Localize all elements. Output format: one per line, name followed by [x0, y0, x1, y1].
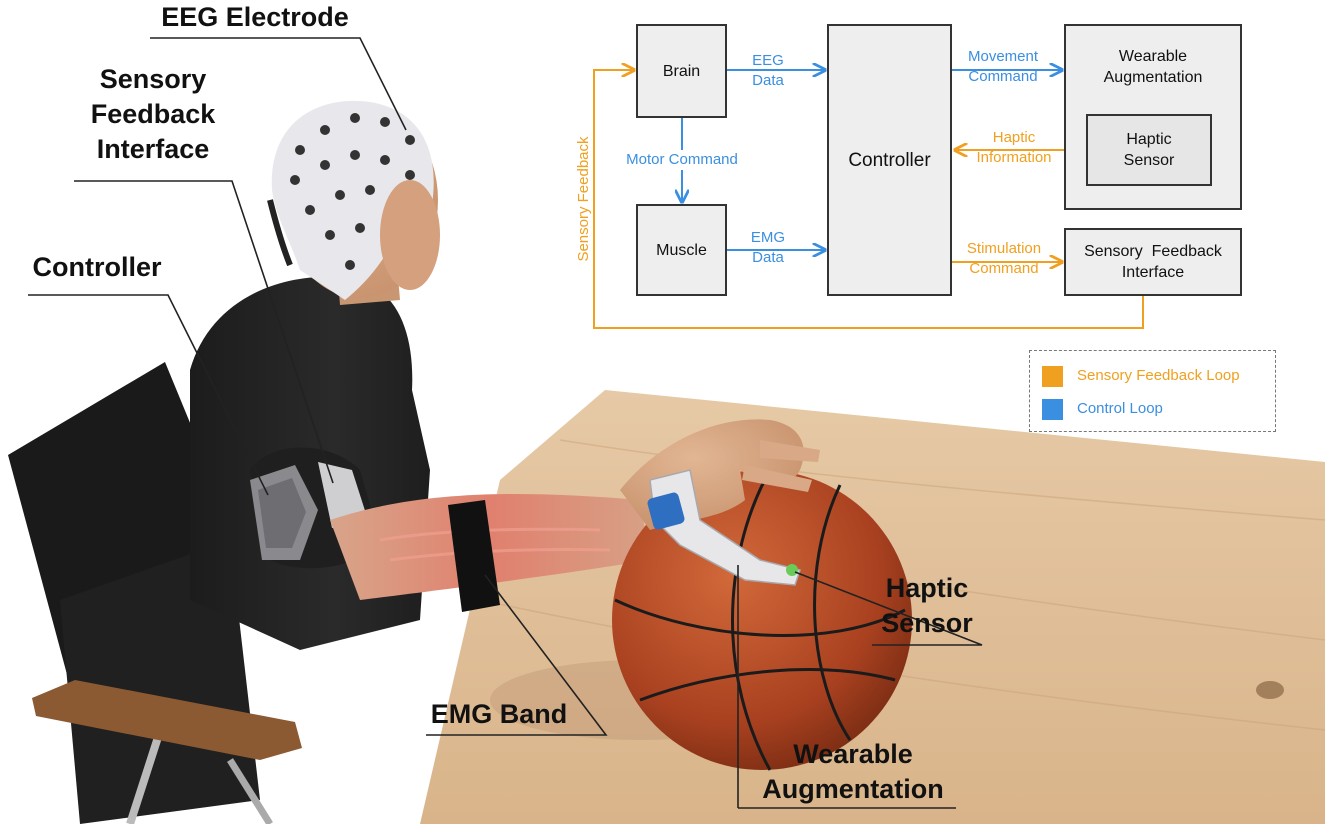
callout-emg-band: EMG Band — [430, 699, 568, 729]
legend-label-feedback: Sensory Feedback Loop — [1077, 367, 1240, 384]
block-brain: Brain — [636, 24, 727, 118]
wearable-augmentation-device — [649, 469, 801, 586]
callout-haptic-line-2: Sensor — [881, 608, 973, 638]
block-haptic-sensor: Haptic Sensor — [1086, 114, 1212, 186]
flow-haptic-info-line-2: Information — [976, 149, 1052, 166]
actuator-module — [647, 492, 685, 530]
callout-haptic-line-1: Haptic — [885, 573, 969, 603]
flow-haptic-information: Haptic Information — [964, 128, 1064, 168]
legend: Sensory Feedback Loop Control Loop — [1029, 350, 1276, 432]
haptic-sensor-dot — [786, 564, 798, 576]
block-sensory-feedback-interface: Sensory Feedback Interface — [1064, 228, 1242, 296]
flow-eeg-data: EEG Data — [738, 51, 798, 91]
flow-movement-line-1: Movement — [967, 48, 1039, 65]
callout-sfi-line-2: Feedback — [90, 99, 216, 129]
leader-lines — [28, 37, 983, 809]
flow-haptic-info-line-1: Haptic — [992, 129, 1036, 146]
flow-emg-line-1: EMG — [750, 229, 786, 246]
block-sfi-line-2: Interface — [1121, 264, 1185, 281]
flow-emg-line-2: Data — [752, 249, 784, 266]
flow-eeg-line-1: EEG — [752, 52, 784, 69]
block-wa-line-2: Augmentation — [1103, 69, 1203, 86]
callout-eeg-electrode: EEG Electrode — [161, 2, 349, 32]
block-controller: Controller — [827, 24, 952, 296]
callout-wearable-augmentation: Wearable Augmentation — [748, 737, 958, 807]
flow-stim-line-1: Stimulation — [966, 240, 1042, 257]
emg-band-device — [448, 500, 500, 612]
block-sfi-line-1: Sensory Feedback — [1084, 243, 1222, 260]
legend-swatch-control — [1042, 399, 1063, 420]
block-haptic-line-2: Sensor — [1123, 152, 1175, 169]
arrow-sensory-feedback — [593, 70, 1144, 329]
callout-sfi-line-1: Sensory — [99, 64, 207, 94]
legend-swatch-feedback — [1042, 366, 1063, 387]
callout-sensory-feedback-interface: Sensory Feedback Interface — [74, 62, 232, 167]
flow-motor-command: Motor Command — [612, 150, 752, 170]
flow-movement-command: Movement Command — [958, 47, 1048, 87]
eeg-cap — [271, 100, 434, 300]
chair-armrest — [32, 680, 302, 760]
callout-controller: Controller — [32, 252, 162, 282]
flow-eeg-line-2: Data — [752, 72, 784, 89]
block-wa-line-1: Wearable — [1118, 48, 1188, 65]
flow-movement-line-2: Command — [968, 68, 1038, 85]
flow-stimulation-command: Stimulation Command — [954, 239, 1054, 279]
callout-haptic-sensor: Haptic Sensor — [872, 571, 982, 641]
callout-sfi-line-3: Interface — [96, 134, 210, 164]
callout-wa-line-2: Augmentation — [762, 774, 944, 804]
flow-sensory-feedback: Sensory Feedback — [575, 136, 592, 262]
block-muscle-label: Muscle — [656, 241, 707, 259]
block-haptic-line-1: Haptic — [1126, 131, 1172, 148]
legend-label-control: Control Loop — [1077, 400, 1163, 417]
flow-stim-line-2: Command — [969, 260, 1039, 277]
callout-wa-line-1: Wearable — [793, 739, 913, 769]
wood-knot — [1256, 681, 1284, 699]
block-controller-label: Controller — [848, 149, 931, 171]
flow-emg-data: EMG Data — [738, 228, 798, 268]
block-brain-label: Brain — [662, 62, 701, 80]
block-muscle: Muscle — [636, 204, 727, 296]
sensory-feedback-band — [318, 462, 368, 528]
